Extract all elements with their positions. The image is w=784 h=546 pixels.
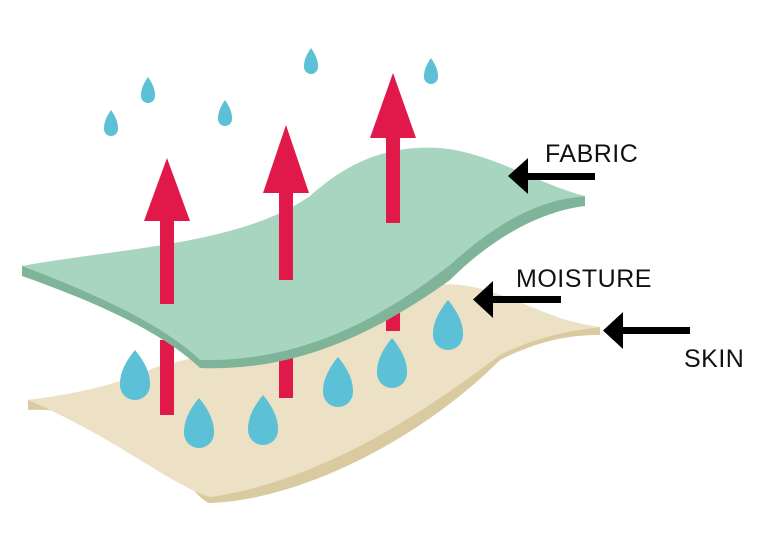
evaporating-drop-5 bbox=[424, 58, 438, 84]
fabric-label: FABRIC bbox=[545, 140, 638, 168]
vapor-arrow-stem-1-lower bbox=[160, 340, 174, 415]
fabric-layer bbox=[22, 147, 585, 369]
vapor-arrow-3-head bbox=[370, 73, 416, 138]
vapor-arrow-3 bbox=[370, 73, 416, 223]
moisture-pointer-arrow bbox=[473, 281, 561, 318]
vapor-arrow-2-head bbox=[263, 125, 309, 193]
evaporating-drop-3 bbox=[218, 100, 232, 126]
evaporating-drop-1 bbox=[141, 77, 155, 103]
evaporating-drop-4 bbox=[304, 48, 318, 74]
evaporating-drops bbox=[104, 48, 438, 136]
moisture-pointer-head bbox=[473, 281, 493, 318]
moisture-drop-4 bbox=[323, 357, 353, 407]
fabric-layer-surface bbox=[22, 147, 585, 361]
fabric-pointer-shaft bbox=[522, 173, 595, 180]
vapor-arrow-2-stem bbox=[279, 188, 293, 280]
skin-pointer-arrow bbox=[603, 312, 690, 349]
skin-pointer-head bbox=[603, 312, 623, 349]
skin-label: SKIN bbox=[684, 345, 744, 373]
moisture-drop-6 bbox=[433, 300, 463, 350]
moisture-drop-3 bbox=[248, 395, 278, 445]
vapor-arrows bbox=[144, 73, 416, 304]
vapor-arrow-1 bbox=[144, 158, 190, 304]
vapor-arrow-1-head bbox=[144, 158, 190, 221]
moisture-drops bbox=[120, 300, 463, 448]
evaporating-drop-2 bbox=[104, 110, 118, 136]
skin-pointer-shaft bbox=[617, 327, 690, 334]
label-pointers bbox=[473, 158, 690, 349]
vapor-arrow-1-stem bbox=[160, 216, 174, 304]
moisture-drop-1 bbox=[120, 350, 150, 400]
moisture-drop-5 bbox=[377, 338, 407, 388]
fabric-pointer-head bbox=[508, 158, 528, 194]
moisture-label: MOISTURE bbox=[516, 265, 652, 293]
moisture-drop-2 bbox=[184, 398, 214, 448]
vapor-arrow-2 bbox=[263, 125, 309, 280]
labels: FABRIC MOISTURE SKIN bbox=[516, 140, 744, 373]
vapor-arrow-3-stem bbox=[386, 133, 400, 223]
fabric-pointer-arrow bbox=[508, 158, 595, 194]
moisture-pointer-shaft bbox=[488, 296, 561, 303]
